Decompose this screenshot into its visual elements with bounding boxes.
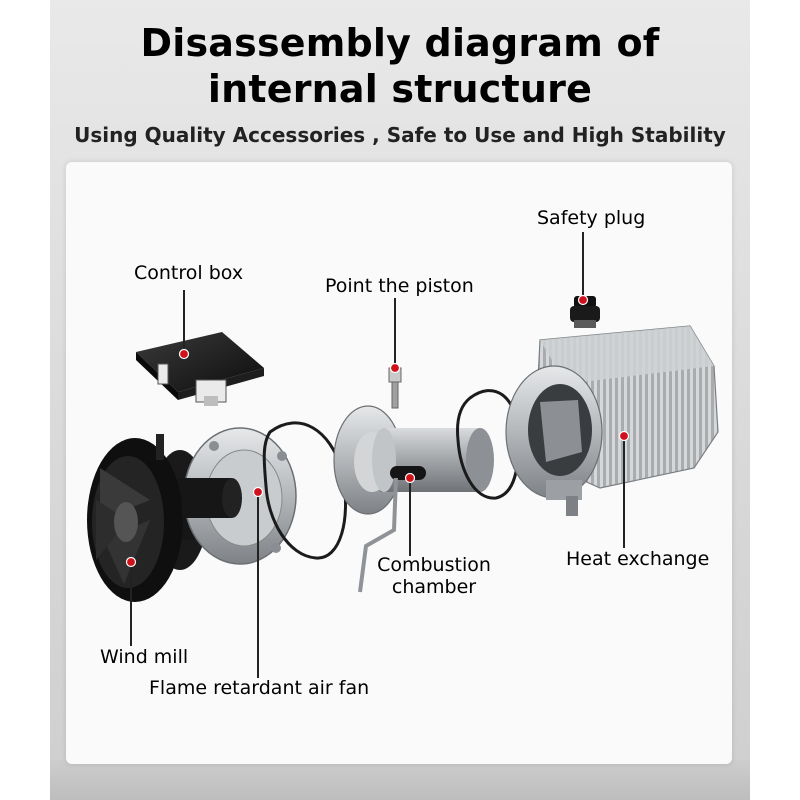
air-fan-part — [182, 427, 297, 565]
marker-safety-plug — [577, 294, 589, 306]
marker-wind-mill — [125, 556, 137, 568]
label-safety-plug: Safety plug — [537, 207, 646, 229]
page-subtitle: Using Quality Accessories , Safe to Use … — [74, 123, 726, 147]
wind-mill-part — [87, 434, 208, 602]
title-line-2: internal structure — [207, 67, 593, 111]
marker-combustion-chamber — [404, 472, 416, 484]
label-combustion-line-2: chamber — [391, 576, 477, 598]
combustion-chamber-part — [333, 405, 494, 593]
page-title: Disassembly diagram of internal structur… — [50, 20, 750, 112]
bottom-band — [50, 760, 750, 800]
label-heat-exchange: Heat exchange — [566, 548, 710, 570]
marker-dots — [125, 294, 630, 568]
marker-control-box — [178, 348, 190, 360]
marker-heat-exchange — [618, 430, 630, 442]
heat-exchanger-part — [505, 325, 719, 516]
label-control-box: Control box — [134, 262, 244, 284]
marker-point-piston — [389, 362, 401, 374]
label-wind-mill: Wind mill — [100, 646, 189, 668]
label-combustion-line-1: Combustion — [377, 554, 491, 576]
marker-air-fan — [252, 486, 264, 498]
leader-lines — [130, 232, 625, 678]
gasket-left — [262, 421, 347, 560]
label-combustion-chamber: Combustion chamber — [373, 554, 495, 598]
label-air-fan: Flame retardant air fan — [149, 677, 370, 699]
label-point-piston: Point the piston — [325, 275, 474, 297]
title-line-1: Disassembly diagram of — [140, 21, 660, 65]
control-box-part — [136, 332, 264, 406]
gasket-right — [456, 389, 520, 500]
piston-screw-part — [388, 367, 402, 409]
